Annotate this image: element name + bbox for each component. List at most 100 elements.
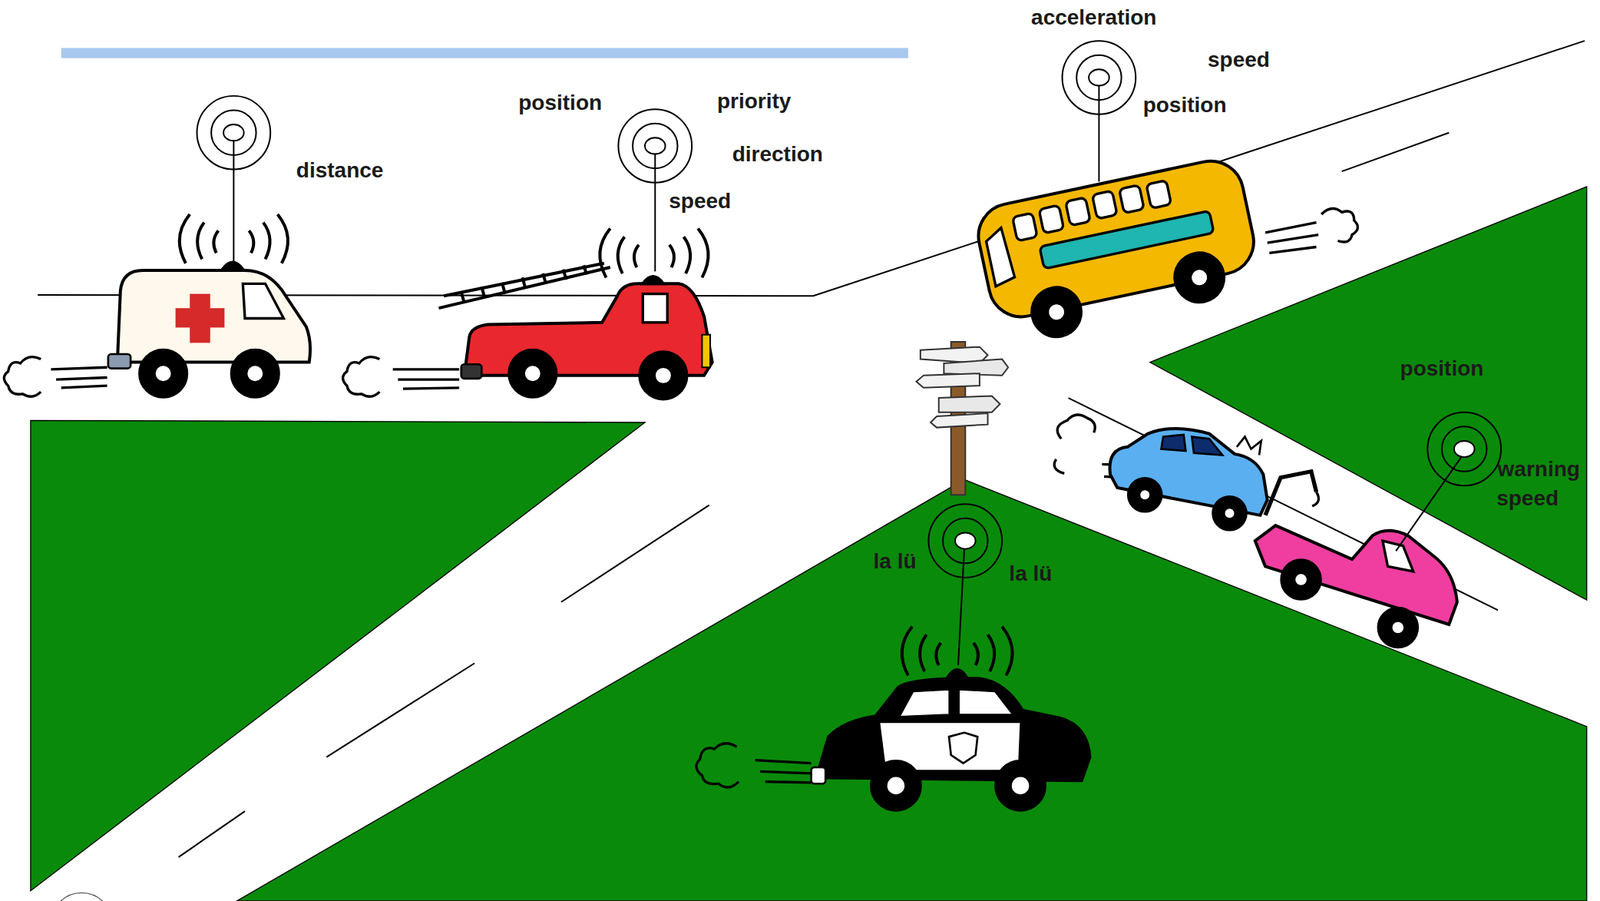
antenna-part [232, 140, 235, 263]
police-car-part [995, 760, 1045, 810]
wrecked-car-part [1223, 506, 1237, 520]
grass-field-part [236, 479, 1587, 901]
police-car-part [948, 732, 978, 764]
ambulance-part [222, 261, 244, 269]
antenna-part [632, 123, 678, 169]
signal-label: la lü [873, 550, 917, 572]
radio-waves-part [669, 228, 709, 278]
wrecked-car-part [1213, 496, 1247, 530]
fire-truck [343, 263, 713, 400]
fire-truck-part [509, 350, 556, 397]
antenna-part [1062, 40, 1137, 115]
radio-waves [179, 214, 1013, 675]
antenna-part [197, 95, 272, 170]
tow-truck-part [1281, 559, 1321, 599]
signal-label: acceleration [1031, 6, 1157, 29]
road-line-part [178, 810, 245, 857]
ambulance-part [245, 363, 265, 383]
antenna-part [1076, 55, 1121, 100]
road-line-part [1342, 132, 1450, 172]
ambulance-part [139, 350, 187, 397]
antenna-part [928, 503, 1002, 578]
fire-truck-part [642, 294, 668, 323]
fire-truck-part [642, 276, 664, 284]
school-bus-part-part [1045, 300, 1068, 323]
fire-truck-part [523, 363, 543, 383]
wrecked-car-part [1054, 414, 1095, 473]
fire-truck-part [343, 357, 381, 397]
ambulance-part [231, 350, 279, 397]
school-bus [972, 155, 1359, 349]
signal-label: speed [1207, 49, 1270, 71]
wrecked-car-part [1236, 436, 1262, 456]
fire-truck-part [654, 366, 673, 385]
ambulance-part [242, 283, 284, 318]
signpost-part [930, 413, 988, 428]
antenna-part [942, 518, 988, 563]
police-car-part [696, 743, 739, 787]
school-bus-part-part [1012, 212, 1039, 242]
signal-label: position [1143, 94, 1227, 116]
radio-waves-part [248, 214, 288, 264]
wrecked-car-part [1128, 478, 1162, 512]
antenna-part [1395, 456, 1462, 551]
ambulance-part [117, 270, 311, 363]
fire-truck-part [639, 351, 687, 399]
antenna-part [958, 548, 965, 665]
university-seal [50, 892, 113, 901]
signal-label: speed [1496, 487, 1559, 510]
road-line [37, 40, 1585, 857]
police-car-part [816, 677, 1090, 781]
signpost [916, 341, 1009, 495]
police-car-part [946, 669, 968, 678]
antenna-part [211, 109, 256, 155]
signpost-part [916, 373, 980, 388]
antenna [197, 40, 1502, 665]
grass-field [30, 186, 1587, 901]
school-bus-part [972, 155, 1266, 349]
signal-label: direction [732, 143, 824, 166]
antenna-part [1427, 412, 1501, 486]
fire-truck-part [701, 334, 711, 368]
wrecked-car-part [1191, 436, 1223, 456]
ambulance-part [50, 366, 107, 388]
radio-waves-part [973, 626, 1013, 676]
school-bus-part-part [1119, 185, 1145, 214]
signal-label: distance [296, 159, 384, 182]
tow-truck-part [1391, 620, 1406, 635]
university-seal-part [50, 892, 113, 901]
tow-truck-part [1255, 525, 1458, 625]
ambulance-part [154, 363, 173, 383]
road-line-part [326, 662, 475, 757]
fire-truck-part [461, 363, 483, 379]
tow-truck-part [1265, 471, 1316, 516]
antenna-part [1454, 440, 1475, 457]
wrecked-car-part [1160, 434, 1186, 451]
school-bus-part-part [1146, 180, 1172, 209]
school-bus-part-part [1038, 204, 1065, 234]
signpost-part [938, 395, 1001, 412]
signal-label: priority [717, 90, 791, 113]
school-bus-part-part [1170, 247, 1229, 307]
title-bar-part [61, 47, 909, 58]
ambulance-part [3, 357, 41, 397]
road-line-part [37, 40, 1585, 296]
radio-waves-part [599, 228, 639, 278]
school-bus-part [1321, 208, 1358, 242]
ambulance [3, 261, 311, 397]
school-bus-part-part [1091, 190, 1118, 219]
signal-label: la lü [1008, 562, 1052, 585]
school-bus-part-part [1065, 197, 1091, 226]
tow-truck-part [1293, 571, 1309, 587]
antenna-part [618, 109, 692, 183]
fire-truck-part [439, 263, 611, 308]
ambulance-part [108, 353, 131, 369]
police-car-part [958, 689, 1012, 715]
police-car-part [1010, 775, 1032, 797]
radio-waves-part [179, 214, 219, 264]
police-car-part [885, 775, 907, 797]
police-car [696, 669, 1090, 810]
antenna-part [955, 532, 976, 549]
